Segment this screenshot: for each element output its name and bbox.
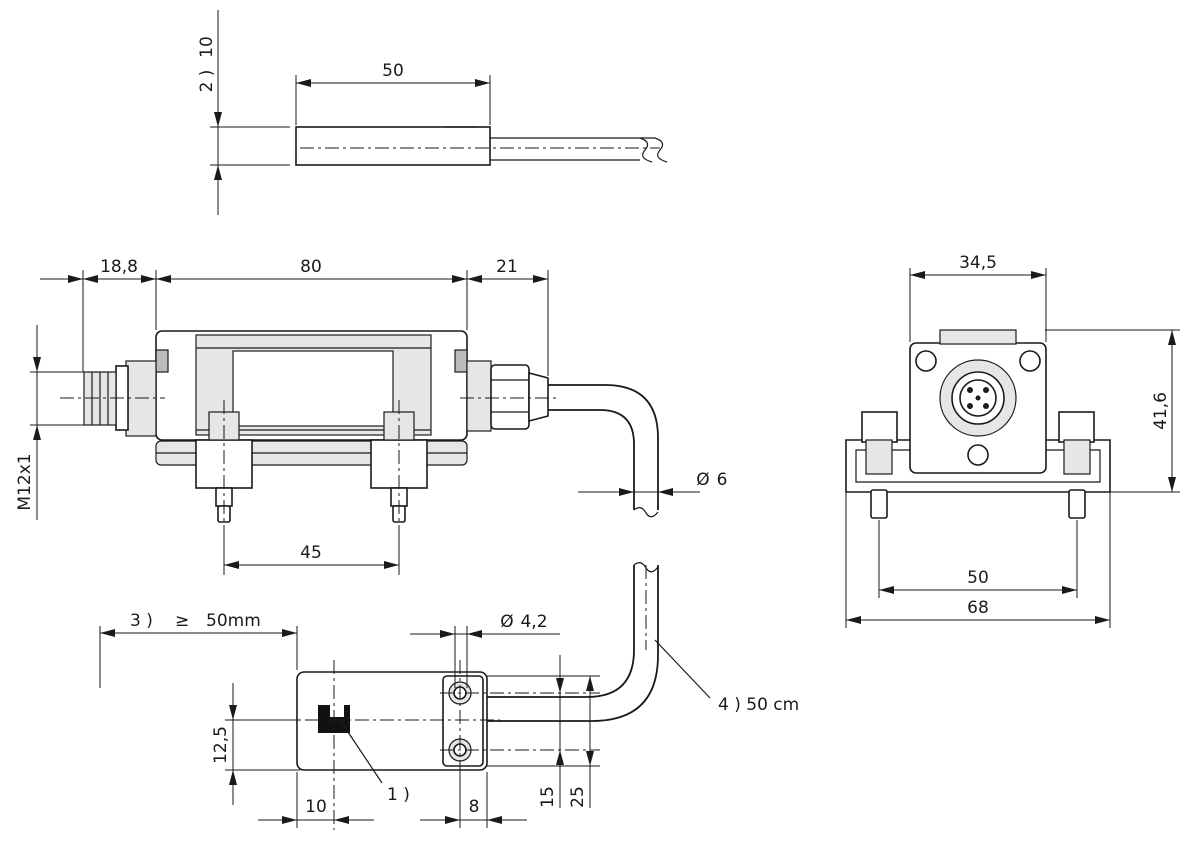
- label-note2: 2 ): [197, 70, 217, 93]
- plan-view: 1 ) 3 ) ≥ 50mm Ø 4,2 12,5 10: [99, 611, 600, 830]
- label-min-distance: 50mm: [206, 611, 261, 631]
- label-hole-dia: 4,2: [520, 612, 547, 632]
- label-height-right: 41,6: [1151, 392, 1171, 430]
- label-left-ext: 18,8: [100, 257, 138, 277]
- sensor-body-side: [295, 126, 491, 166]
- sensor-body-plan: [296, 671, 488, 771]
- label-top-length: 50: [382, 61, 404, 81]
- label-clamp-width: 8: [469, 797, 480, 817]
- label-note3: 3 ): [130, 611, 153, 631]
- label-mount-spacing: 45: [300, 543, 322, 563]
- dia-symbol-cable: Ø: [696, 470, 709, 490]
- label-top-height: 10: [197, 36, 217, 58]
- label-body-length: 80: [300, 257, 322, 277]
- label-note4: 4 ) 50 cm: [718, 695, 799, 715]
- label-thread: M12x1: [15, 453, 35, 510]
- label-right-ext: 21: [496, 257, 518, 277]
- dia-symbol-hole: Ø: [500, 612, 513, 632]
- top-side-view: 10 2 ) 50: [197, 10, 668, 215]
- label-width-inner: 50: [967, 568, 989, 588]
- label-plan-height: 12,5: [211, 726, 231, 764]
- side-view: 34,5 41,6 50 68: [845, 253, 1180, 628]
- label-cable-dia: 6: [717, 470, 728, 490]
- cable-continuation: 4 ) 50 cm: [486, 562, 799, 722]
- label-width-top: 34,5: [959, 253, 997, 273]
- label-width-outer: 68: [967, 598, 989, 618]
- ge-symbol: ≥: [175, 611, 189, 631]
- label-clamp-height: 25: [568, 786, 588, 808]
- front-view: 18,8 80 21 M12x1 Ø 6 45: [15, 257, 727, 575]
- label-note1: 1 ): [387, 785, 410, 805]
- label-hole-pitch: 15: [538, 786, 558, 808]
- label-plan-offset: 10: [305, 797, 327, 817]
